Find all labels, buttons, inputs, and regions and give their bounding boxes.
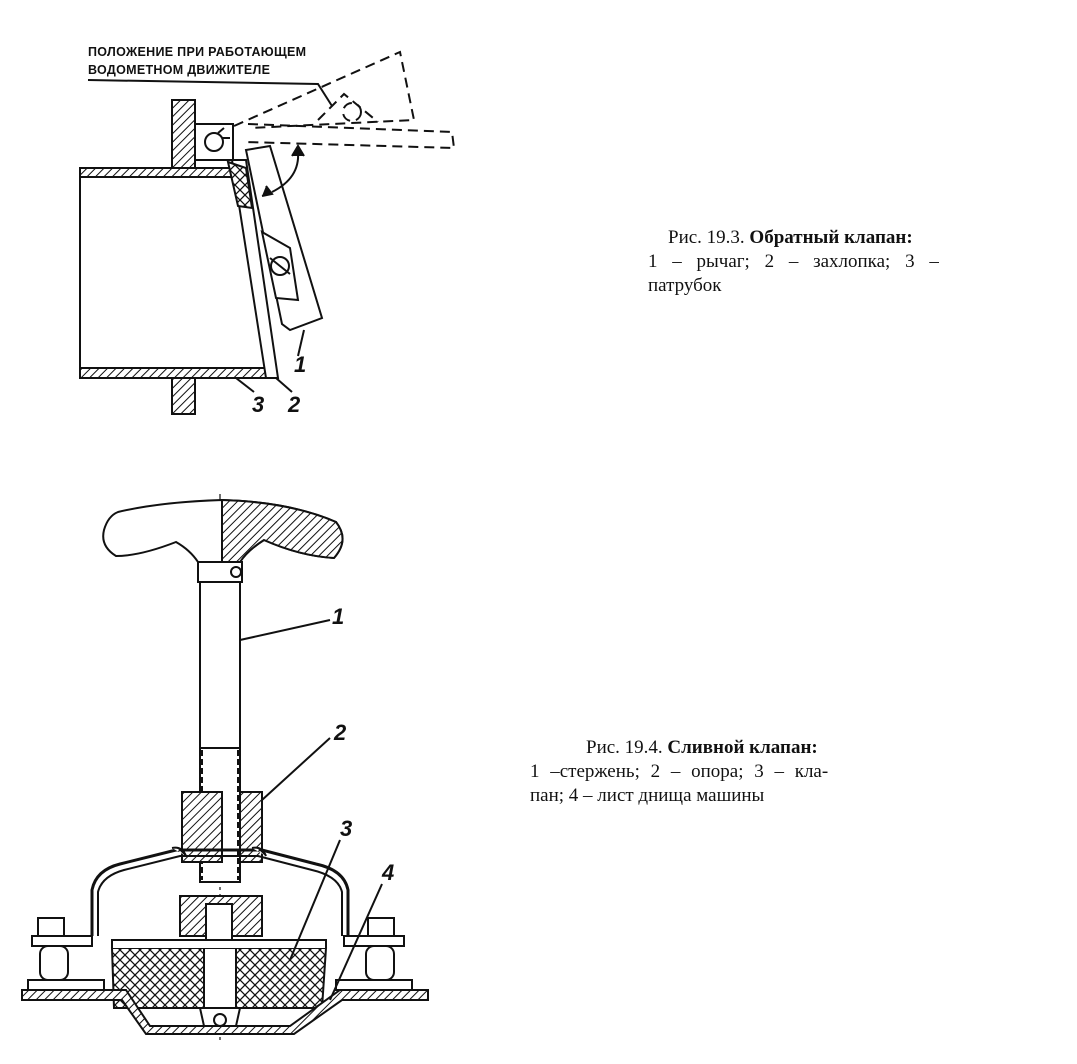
hull-sheet — [21, 989, 429, 1035]
fig1-caption-line2: патрубок — [648, 275, 722, 296]
fig2-label-2: 2 — [333, 720, 347, 745]
support — [181, 791, 263, 863]
fig2-caption: Рис. 19.4. Сливной клапан: 1 –стержень; … — [530, 736, 910, 808]
rotation-arrow — [261, 144, 305, 197]
branch-pipe — [79, 99, 272, 415]
drain-valve-drawing — [21, 494, 429, 1040]
cover — [90, 846, 350, 936]
check-valve-drawing: ПОЛОЖЕНИЕ ПРИ РАБОТАЮЩЕМ ВОДОМЕТНОМ ДВИЖ… — [79, 45, 456, 415]
lever-open-position — [233, 50, 456, 150]
fig1-caption-line1: 1 – рычаг; 2 – захлопка; 3 – — [648, 251, 939, 272]
flap — [226, 159, 280, 379]
fig2-caption-title: Сливной клапан: — [667, 737, 818, 758]
fig2-caption-line1: 1 –стержень; 2 – опора; 3 – кла- — [530, 761, 829, 782]
t-handle — [102, 498, 344, 583]
fig1-label-1: 1 — [294, 352, 306, 377]
fig2-caption-line2: пан; 4 – лист днища машины — [530, 785, 765, 806]
fig2-caption-prefix: Рис. 19.4. — [586, 737, 663, 758]
fig1-label-3: 3 — [252, 392, 264, 417]
fig2-label-1: 1 — [332, 604, 344, 629]
fig1-note-line2: ВОДОМЕТНОМ ДВИЖИТЕЛЕ — [88, 63, 270, 77]
left-bolt — [27, 917, 105, 991]
right-bolt — [335, 917, 413, 991]
fig1-label-2: 2 — [287, 392, 301, 417]
fig1-note-line1: ПОЛОЖЕНИЕ ПРИ РАБОТАЮЩЕМ — [88, 45, 306, 59]
fig2-label-3: 3 — [340, 816, 352, 841]
fig1-caption: Рис. 19.3. Обратный клапан: 1 – рычаг; 2… — [648, 226, 1004, 298]
fig1-caption-title: Обратный клапан: — [749, 227, 913, 248]
valve-body — [110, 939, 328, 1009]
fig1-caption-prefix: Рис. 19.3. — [668, 227, 745, 248]
fig2-label-4: 4 — [381, 860, 394, 885]
